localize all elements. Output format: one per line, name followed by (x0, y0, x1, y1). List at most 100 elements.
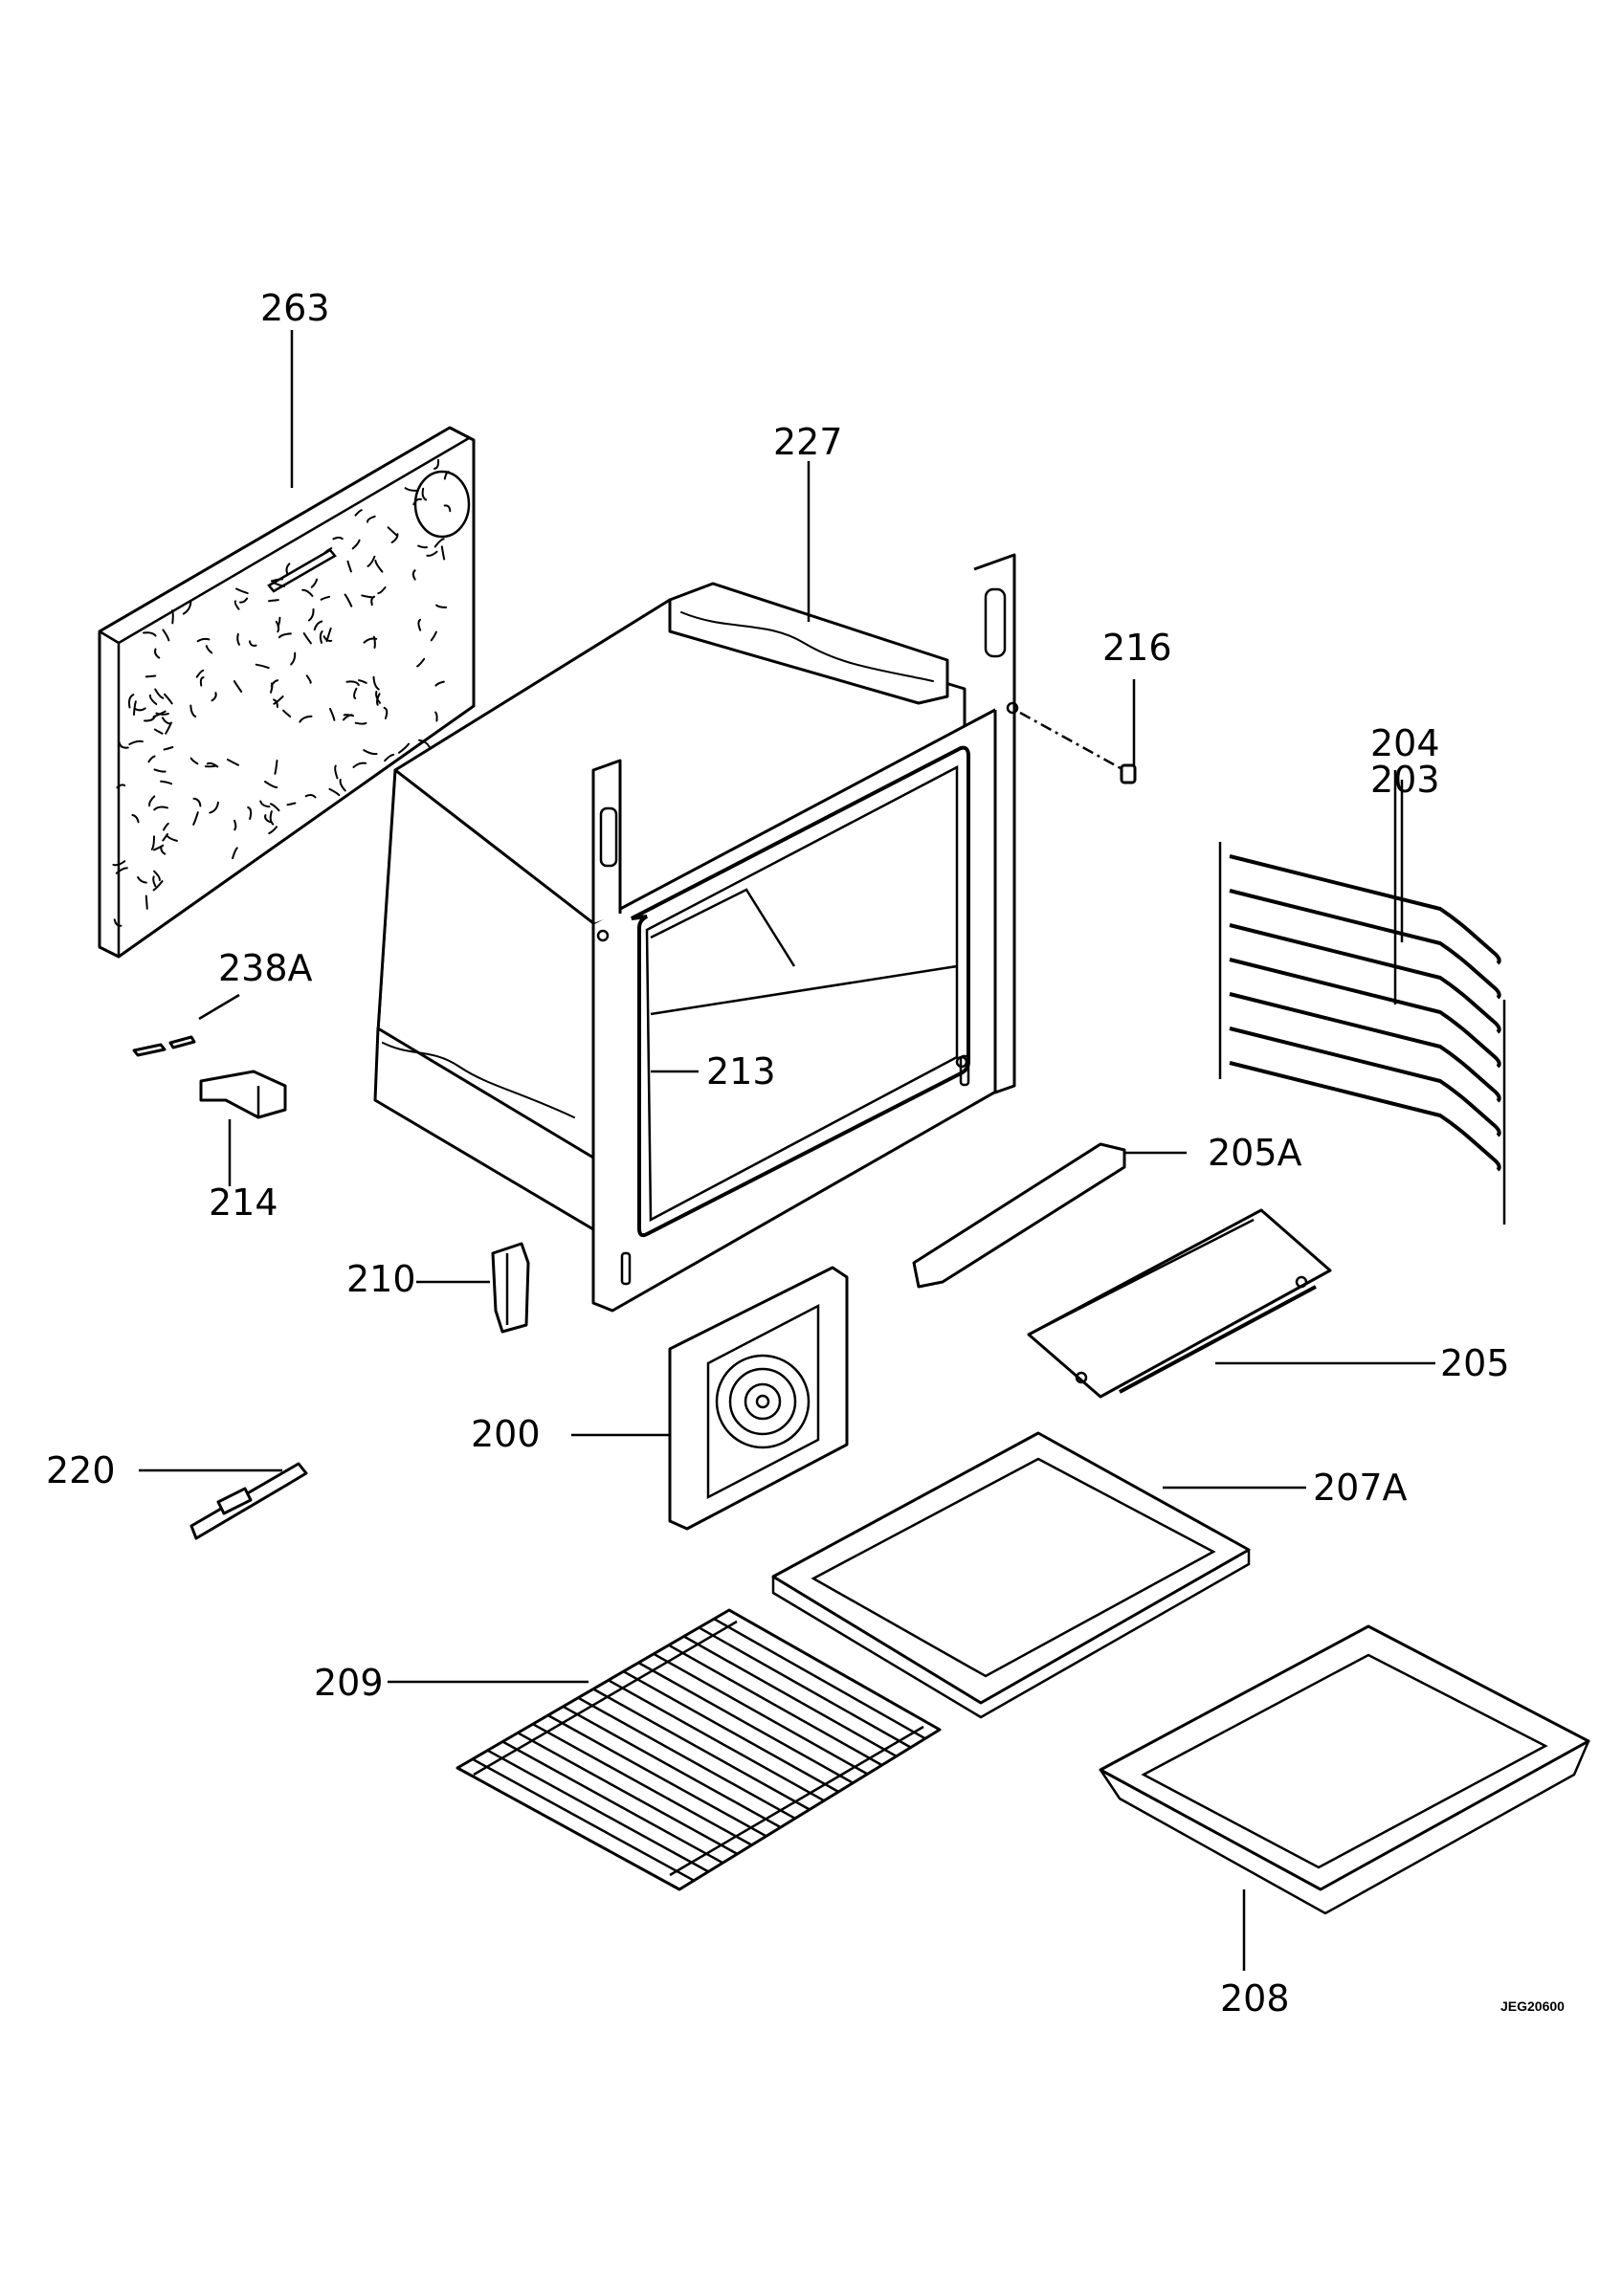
insulation-speckle (329, 707, 336, 721)
insulation-speckle (411, 569, 416, 581)
insulation-speckle (398, 742, 411, 754)
insulation-speckle (433, 458, 440, 470)
handle-205a (912, 1142, 1187, 1289)
insulation-speckle (404, 487, 419, 492)
insulation-speckle (147, 755, 156, 763)
insulation-speckle (354, 721, 367, 725)
insulation-speckle (164, 693, 173, 705)
grid-wire (608, 1679, 825, 1802)
insulation-speckle (144, 674, 157, 678)
insulation-speckle (199, 676, 205, 687)
insulation-speckle (155, 712, 169, 716)
insulation-speckle (421, 487, 428, 501)
grid-wire (592, 1688, 811, 1811)
insulation-speckle (195, 669, 205, 678)
insulation-speckle (344, 593, 353, 607)
insulation-speckle (387, 526, 399, 538)
insulation-speckle (133, 707, 146, 712)
insulation-speckle (319, 630, 323, 644)
insulation-speckle (363, 637, 378, 644)
insulation-speckle (383, 706, 389, 719)
insulation-speckle (275, 620, 280, 633)
baking-tray-207a (771, 1431, 1306, 1719)
switch-210 (416, 1242, 530, 1334)
insulation-speckle (286, 802, 297, 806)
grid-wire (517, 1732, 739, 1855)
insulation-speckle (440, 545, 446, 561)
grid-wire (669, 1725, 924, 1877)
grid-wire (532, 1723, 753, 1846)
insulation-speckle (232, 847, 238, 860)
insulation-speckle (313, 620, 323, 631)
insulation-speckle (255, 663, 270, 670)
insulation-speckle (148, 694, 158, 705)
insulation-speckle (305, 674, 312, 684)
insulation-speckle (137, 876, 147, 884)
insulation-speckle (434, 711, 438, 722)
grid-wire (473, 1620, 738, 1777)
insulation-speckle (310, 578, 318, 588)
insulation-speckle (417, 618, 422, 631)
label-208: 208 (1220, 1977, 1290, 2020)
insulation-speckle (270, 679, 279, 688)
insulation-speckle (162, 717, 172, 725)
insulation-speckle (339, 779, 346, 792)
insulation-speckle (247, 806, 253, 820)
grid-wire (501, 1740, 723, 1865)
insulation-speckle (342, 714, 353, 721)
insulation-speckle (367, 515, 376, 523)
insulation-speckle (162, 832, 168, 842)
insulation-speckle (236, 632, 240, 646)
insulation-speckle (152, 875, 157, 888)
insulation-speckle (233, 819, 237, 831)
grid-wire (698, 1626, 912, 1749)
insulation-speckle (189, 757, 199, 765)
insulation-speckle (334, 764, 339, 780)
insulation-speckle (301, 588, 314, 597)
shelf-rail (1229, 1027, 1501, 1137)
screw-216 (1019, 679, 1137, 784)
insulation-speckle (430, 630, 437, 642)
shelf-rail (1229, 889, 1501, 1000)
insulation-speckle (363, 749, 378, 756)
insulation-speckle (278, 632, 292, 639)
label-220: 220 (46, 1449, 116, 1491)
insulation-speckle (307, 607, 315, 622)
insulation-speckle (323, 547, 333, 554)
label-200: 200 (471, 1413, 541, 1455)
insulation-speckle (433, 538, 445, 548)
grill-tray-205 (1027, 1208, 1435, 1399)
insulation-speckle (325, 627, 332, 642)
insulation-speckle (332, 536, 344, 541)
insulation-speckle (131, 814, 140, 824)
shelf-rail (1229, 1061, 1501, 1172)
insulation-speckle (443, 471, 450, 480)
insulation-speckle (269, 810, 275, 826)
grid-wire (622, 1670, 839, 1793)
insulation-speckle (273, 698, 278, 708)
grid-wire (562, 1705, 782, 1829)
insulation-speckle (233, 680, 243, 693)
insulation-speckle (113, 918, 122, 927)
insulation-speckle (426, 550, 438, 557)
label-207a: 207A (1313, 1467, 1408, 1509)
insulation-speckle (148, 795, 156, 807)
insulation-speckle (375, 691, 381, 704)
insulation-speckle (154, 688, 165, 699)
bracket-214 (199, 1070, 287, 1186)
insulation-speckle (268, 826, 278, 835)
shelf-rail (1229, 923, 1501, 1034)
insulation-speckle (248, 640, 257, 647)
insulation-speckle (320, 595, 331, 601)
insulation-speckle (166, 834, 178, 842)
insulation-speckle (372, 675, 380, 691)
label-209: 209 (314, 1662, 384, 1704)
insulation-speckle (417, 544, 428, 549)
insulation-speckle (152, 710, 167, 718)
insulation-speckle (354, 509, 363, 517)
shelf-rail (1229, 854, 1501, 965)
insulation-speckle (302, 632, 312, 645)
insulation-speckle (192, 797, 202, 807)
grid-wire (668, 1644, 883, 1767)
insulation-speckle (274, 760, 278, 775)
